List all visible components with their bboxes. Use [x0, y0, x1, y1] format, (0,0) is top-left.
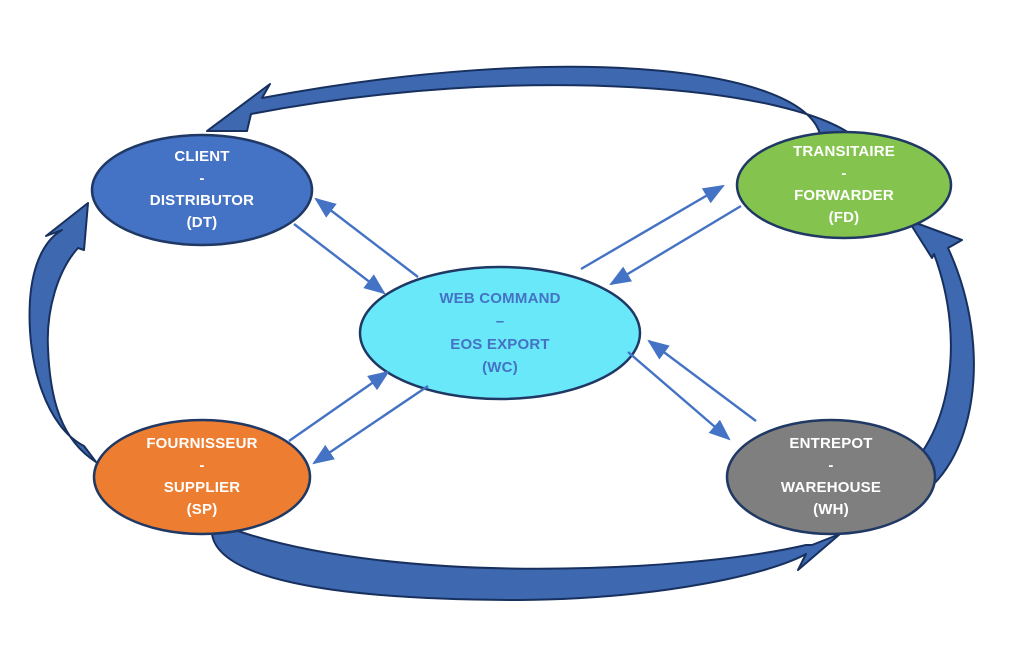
node-client-ellipse [90, 133, 314, 247]
arrow-fournisseur-to-entrepot [211, 530, 841, 601]
arrow-fournisseur-to-wc [288, 370, 390, 442]
outer-cycle-arrows [28, 65, 975, 601]
node-web-command-ellipse [358, 265, 642, 401]
arrow-fournisseur-to-client [28, 202, 97, 463]
node-entrepot-ellipse [725, 418, 937, 536]
arrow-transitaire-to-client [206, 65, 859, 141]
node-transitaire-ellipse [735, 130, 953, 240]
node-ellipses [90, 130, 953, 536]
arrow-wc-to-entrepot [627, 351, 731, 441]
arrow-transitaire-to-wc [609, 204, 742, 286]
node-fournisseur-ellipse [92, 418, 312, 536]
arrow-wc-to-fournisseur [312, 385, 429, 465]
arrow-wc-to-transitaire [580, 184, 725, 271]
arrow-client-to-wc [293, 223, 386, 295]
arrow-entrepot-to-wc [647, 339, 757, 422]
bidirectional-arrows [288, 184, 757, 465]
arrow-wc-to-client [314, 197, 419, 278]
